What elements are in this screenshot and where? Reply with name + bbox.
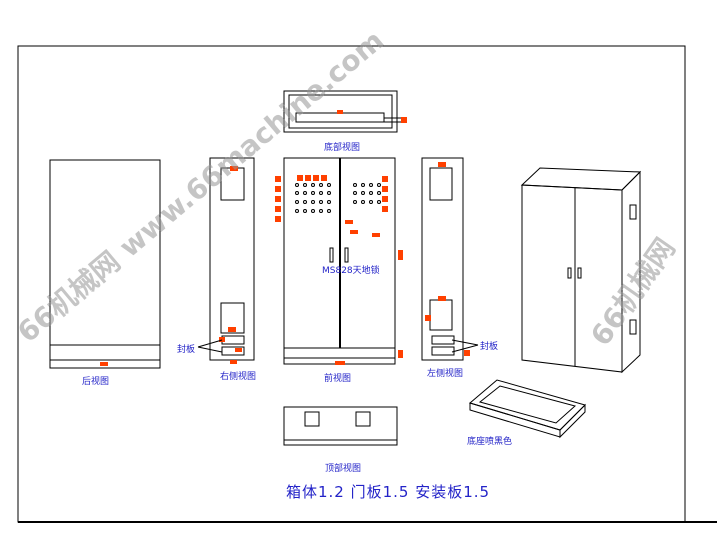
base-note-label: 底座喷黑色	[467, 437, 513, 447]
right-side-view-drawing	[197, 157, 255, 364]
front-view-drawing	[275, 157, 403, 365]
rear-view-drawing	[49, 159, 161, 369]
bottom-view-label: 底部视图	[324, 143, 361, 153]
base-drawing	[468, 379, 586, 439]
material-spec: 箱体1.2 门板1.5 安装板1.5	[286, 483, 491, 501]
lock-label: MS828天地锁	[322, 266, 380, 276]
front-view-label: 前视图	[324, 374, 352, 384]
right-view-label: 右侧视图	[220, 372, 257, 382]
seal-plate-label-right: 封板	[177, 345, 196, 355]
top-view-drawing	[283, 406, 398, 446]
seal-plate-label-left: 封板	[480, 342, 499, 352]
left-view-label: 左侧视图	[427, 369, 464, 379]
isometric-cabinet-drawing	[520, 167, 642, 374]
drawing-border	[17, 45, 686, 523]
left-side-view-drawing	[421, 157, 479, 361]
top-view-label: 顶部视图	[325, 464, 362, 474]
bottom-view-drawing	[283, 90, 407, 133]
rear-view-label: 后视图	[82, 377, 110, 387]
